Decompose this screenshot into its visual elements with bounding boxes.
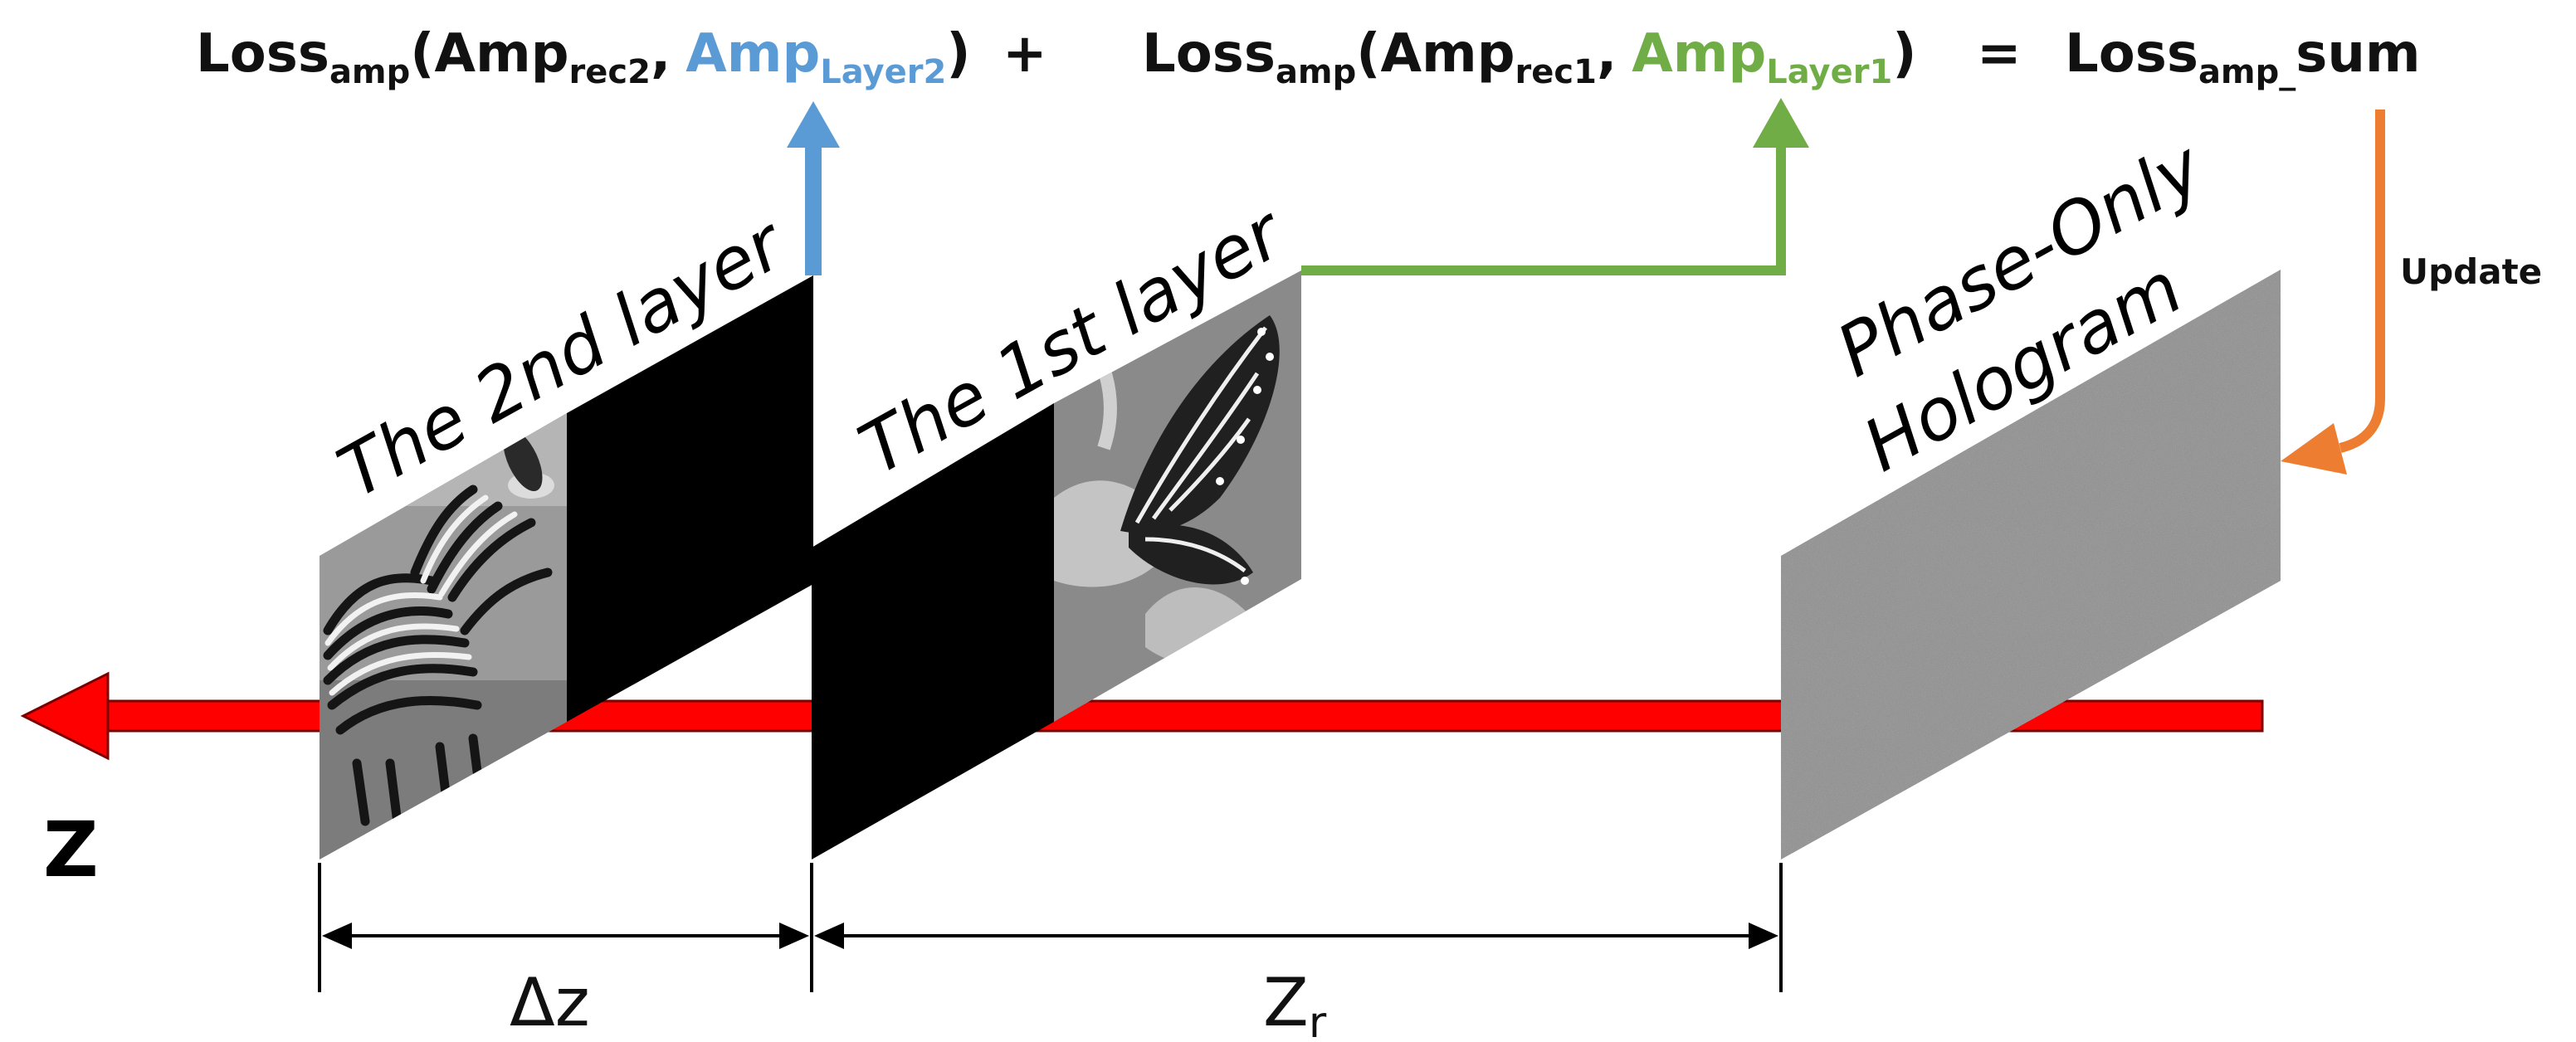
term2-open-paren: ( (1356, 23, 1380, 85)
layer1-up-arrow (1301, 98, 1809, 275)
layer1-black-half (812, 403, 1054, 859)
dimension-lines (318, 863, 1783, 992)
term2-amp-rec-sub: rec1 (1515, 53, 1597, 91)
axis-z-label: Z (43, 806, 99, 894)
term1-amp-rec-sub: rec2 (569, 53, 651, 91)
svg-text:Zr: Zr (1263, 964, 1327, 1042)
term1-open-paren: ( (410, 23, 434, 85)
plus-sign: + (1003, 23, 1047, 85)
term2-close-paren: ) (1892, 23, 1916, 85)
layer2-up-arrow (787, 101, 840, 275)
update-label: Update (2400, 251, 2542, 292)
svg-text:Lossamp(Amprec2,AmpLayer2): Lossamp(Amprec2,AmpLayer2) (196, 23, 971, 91)
term1-amp-layer: Amp (685, 23, 820, 85)
term1-close-paren: ) (946, 23, 970, 85)
result-tail: sum (2295, 23, 2420, 85)
term2-amp-rec: Amp (1381, 23, 1515, 85)
butterfly-wings (1120, 315, 1280, 585)
layer2-black-half (567, 275, 813, 722)
svg-text:Lossamp(Amprec1,AmpLayer1): Lossamp(Amprec1,AmpLayer1) (1142, 23, 1917, 91)
dimension-arrowheads (322, 923, 1778, 949)
term2-loss: Loss (1142, 23, 1276, 85)
equals-sign: = (1977, 23, 2022, 85)
term1-amp-rec: Amp (435, 23, 569, 85)
term2-comma: , (1597, 23, 1617, 85)
term1-comma: , (651, 23, 671, 85)
term2-loss-sub: amp (1276, 53, 1356, 91)
delta-z-label: Δz (510, 964, 590, 1041)
term2-amp-layer-sub: Layer1 (1766, 53, 1892, 91)
zr-label-sub: r (1309, 998, 1327, 1042)
zr-label: Z (1263, 964, 1309, 1041)
result-loss: Loss (2065, 23, 2198, 85)
term2-amp-layer: Amp (1632, 23, 1766, 85)
term1-loss: Loss (196, 23, 329, 85)
term1-amp-layer-sub: Layer2 (820, 53, 946, 91)
layer1-panel (812, 270, 1301, 859)
loss-formula: Lossamp(Amprec2,AmpLayer2) + Lossamp(Amp… (196, 23, 2421, 91)
update-arrow (2281, 110, 2385, 475)
term1-loss-sub: amp (329, 53, 410, 91)
result-loss-sub: amp_ (2198, 53, 2295, 91)
svg-text:Lossamp_sum: Lossamp_sum (2065, 23, 2421, 91)
